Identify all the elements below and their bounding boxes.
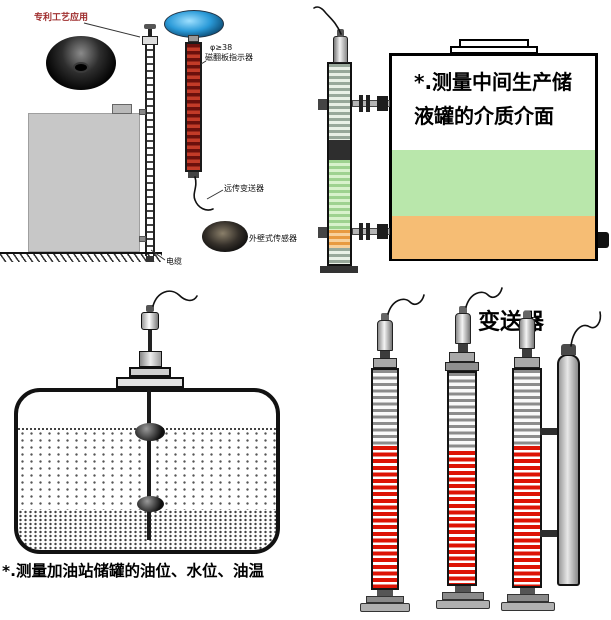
fuel-tank-transmitter-wire <box>152 290 198 307</box>
gauge-c-base-flange <box>507 594 549 602</box>
transmitter-cap <box>141 312 159 330</box>
gauge-b-empty-section <box>449 373 475 451</box>
transmitter-body <box>139 351 162 367</box>
remote-transmitter-label: 远传变送器 <box>224 184 264 193</box>
gauge-a-neck <box>380 351 390 359</box>
gauge-b-base-neck <box>455 586 471 592</box>
gauge-b-collar <box>449 352 475 362</box>
interface-caption-line1: *.测量中间生产储 <box>414 70 573 94</box>
gauge-a-tip <box>381 313 389 322</box>
gauge-transmitter-tip <box>337 29 344 37</box>
probe-bracket-lower <box>540 530 559 537</box>
gauge-a-base-flange <box>366 596 404 603</box>
gauge-c-tip <box>523 311 531 320</box>
side-probe-tube <box>557 354 580 586</box>
wall-sensor-photo <box>202 221 248 252</box>
gauge-segment-bottom <box>329 248 350 264</box>
indicator-top-cap <box>188 35 199 42</box>
gauge-a-level-section <box>373 446 397 588</box>
gauge-transmitter-head <box>333 36 348 63</box>
upper-connection-pipe <box>352 100 390 107</box>
tank-top-fitting <box>112 104 132 114</box>
transmitter-rod <box>148 329 152 351</box>
magnet-float-photo <box>46 36 116 90</box>
lower-flange-left <box>359 223 363 240</box>
gauge-c-level-section <box>514 446 540 586</box>
gauge-segment-green <box>329 160 350 230</box>
gauge-c-wire <box>570 311 602 347</box>
side-probe-cap <box>561 344 576 355</box>
mounting-flange-wide <box>116 377 184 388</box>
gauge-b-transmitter-head <box>455 313 471 344</box>
gauge-b-level-section <box>449 451 475 584</box>
gauge-segment-top <box>329 64 350 140</box>
gauge-top-cap <box>142 36 158 45</box>
float-detail-photo <box>164 10 224 38</box>
tank-side-nozzle <box>598 232 609 248</box>
gauge-a-transmitter-head <box>377 320 393 351</box>
transmitter-cap-tip <box>146 305 154 312</box>
gauge-vent-stem <box>148 28 152 36</box>
oil-level-float <box>135 423 165 441</box>
gauge-lower-stub <box>139 236 146 242</box>
flap-indicator-label: 磁翻板指示器 <box>205 53 253 62</box>
gauge-a-base-plate <box>360 603 410 612</box>
upper-flange-left <box>359 95 363 112</box>
interface-caption-line2: 液罐的介质介面 <box>414 104 554 128</box>
gauge-segment-orange <box>329 230 350 248</box>
gauge-c-base-neck <box>520 588 535 594</box>
gauge-c-transmitter-head <box>519 318 535 349</box>
gauge-b-base-plate <box>436 600 490 609</box>
column-base-bar <box>320 266 358 273</box>
gauge-b-base-flange <box>442 592 484 600</box>
gauge-b-column <box>447 371 477 586</box>
gauge-c-empty-section <box>514 370 540 446</box>
lower-isolation-valve <box>377 224 388 239</box>
upper-flange-right <box>366 95 370 112</box>
upper-isolation-valve <box>377 96 388 111</box>
patent-label-leader <box>83 22 141 38</box>
gauge-b-collar-lower <box>445 362 479 371</box>
gauge-float-indicator <box>329 140 350 160</box>
column-left-tab-upper <box>318 99 327 110</box>
ground-hatch <box>0 252 162 262</box>
gauge-a-empty-section <box>373 370 397 446</box>
gauge-vent-valve <box>144 24 156 29</box>
water-interface-float <box>137 496 164 512</box>
storage-tank <box>28 113 140 252</box>
gauge-c-column <box>512 368 542 588</box>
gauge-b-neck <box>458 344 468 352</box>
gauge-c-neck <box>522 349 532 357</box>
gauge-a-base-neck <box>377 590 393 596</box>
diameter-spec-label: φ≥38 <box>210 43 233 52</box>
indicator-signal-wire <box>193 176 214 211</box>
column-left-tab-lower <box>318 227 327 238</box>
gauge-a-column <box>371 368 399 590</box>
medium-layer-green <box>392 150 595 216</box>
float-guide-stem <box>147 390 151 540</box>
gauge-a-wire <box>387 294 425 315</box>
transmitter-label-leader <box>206 189 224 200</box>
side-mounted-gauge-column <box>327 62 352 266</box>
lower-connection-pipe <box>352 228 390 235</box>
magnetic-flap-indicator-column <box>185 42 202 172</box>
cable-label: 电缆 <box>166 257 182 266</box>
medium-layer-orange <box>392 216 595 259</box>
lower-flange-right <box>366 223 370 240</box>
fuel-station-caption: *.测量加油站储罐的油位、水位、油温 <box>2 562 264 580</box>
magnet-hole <box>73 62 89 73</box>
gauge-upper-stub <box>139 109 146 115</box>
gauge-c-base-plate <box>501 602 555 611</box>
tank-lid-base <box>450 46 538 54</box>
level-gauge-column <box>145 44 155 256</box>
mounting-flange-mid <box>129 367 171 377</box>
indicator-bottom-cap <box>188 172 199 178</box>
gauge-a-collar <box>373 358 397 368</box>
patent-application-label: 专利工艺应用 <box>34 13 89 23</box>
probe-bracket-upper <box>540 428 559 435</box>
gauge-b-tip <box>459 306 467 315</box>
wall-sensor-label: 外壁式传感器 <box>249 234 297 243</box>
gauge-c-collar <box>514 357 540 368</box>
